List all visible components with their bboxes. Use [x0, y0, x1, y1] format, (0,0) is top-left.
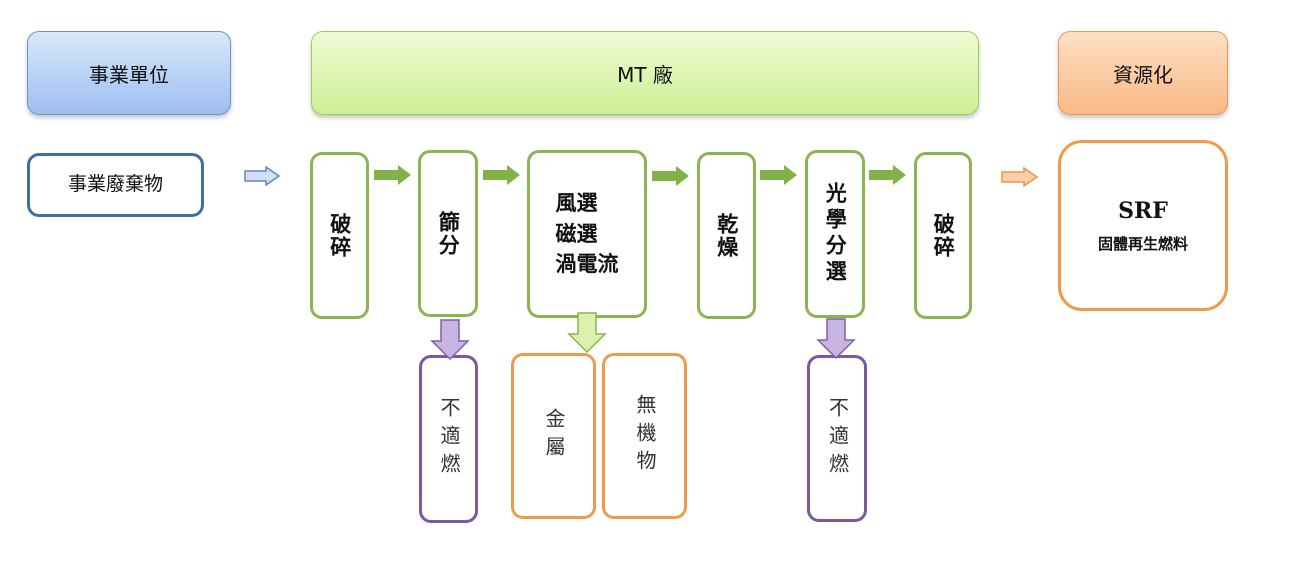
- arrow-sieve-to-unsuitable: [430, 319, 470, 361]
- arrow-plant-to-product: [1001, 166, 1039, 188]
- recycle-header-label: 資源化: [1113, 62, 1173, 87]
- arrow-separate-to-outputs: [567, 312, 607, 354]
- output-unsuitable-1: 不適燃: [419, 355, 478, 523]
- step-crush-1-label: 破碎: [327, 212, 352, 259]
- arrow-optical-to-crush: [869, 165, 906, 185]
- plant-header: MT 廠: [311, 31, 979, 115]
- output-unsuitable-1-label: 不適燃: [437, 397, 461, 481]
- product-box: SRF 固體再生燃料: [1058, 140, 1228, 311]
- step-crush-2: 破碎: [914, 152, 972, 319]
- step-optical-label: 光學分選: [823, 182, 848, 286]
- source-header-label: 事業單位: [89, 62, 169, 87]
- arrow-crush-to-sieve: [374, 165, 411, 185]
- product-name: SRF: [1118, 197, 1168, 224]
- arrow-sieve-to-separate: [483, 165, 520, 185]
- arrow-separate-to-dry: [652, 166, 689, 186]
- step-sieve: 篩分: [418, 150, 478, 317]
- step-separate-label: 風選 磁選 渦電流: [555, 191, 619, 277]
- arrow-dry-to-optical: [760, 165, 797, 185]
- recycle-header: 資源化: [1058, 31, 1228, 115]
- output-inorganic: 無機物: [602, 353, 687, 519]
- product-subtitle: 固體再生燃料: [1097, 234, 1188, 253]
- output-unsuitable-2-label: 不適燃: [825, 396, 850, 481]
- output-metal: 金屬: [511, 353, 596, 519]
- step-sieve-label: 篩分: [436, 210, 461, 257]
- step-dry-label: 乾燥: [714, 212, 739, 259]
- arrow-optical-to-unsuitable: [816, 318, 856, 360]
- plant-header-label: MT 廠: [617, 62, 673, 87]
- output-metal-label: 金屬: [542, 408, 566, 464]
- output-inorganic-label: 無機物: [633, 394, 657, 478]
- arrow-input-to-plant: [244, 165, 281, 187]
- output-unsuitable-2: 不適燃: [807, 355, 867, 522]
- source-header: 事業單位: [27, 31, 231, 115]
- step-crush-1: 破碎: [310, 152, 369, 319]
- step-dry: 乾燥: [697, 152, 756, 319]
- input-label: 事業廢棄物: [67, 173, 163, 196]
- step-crush-2-label: 破碎: [931, 212, 956, 259]
- step-optical: 光學分選: [805, 150, 865, 318]
- step-separate: 風選 磁選 渦電流: [527, 150, 647, 318]
- input-box: 事業廢棄物: [27, 153, 204, 217]
